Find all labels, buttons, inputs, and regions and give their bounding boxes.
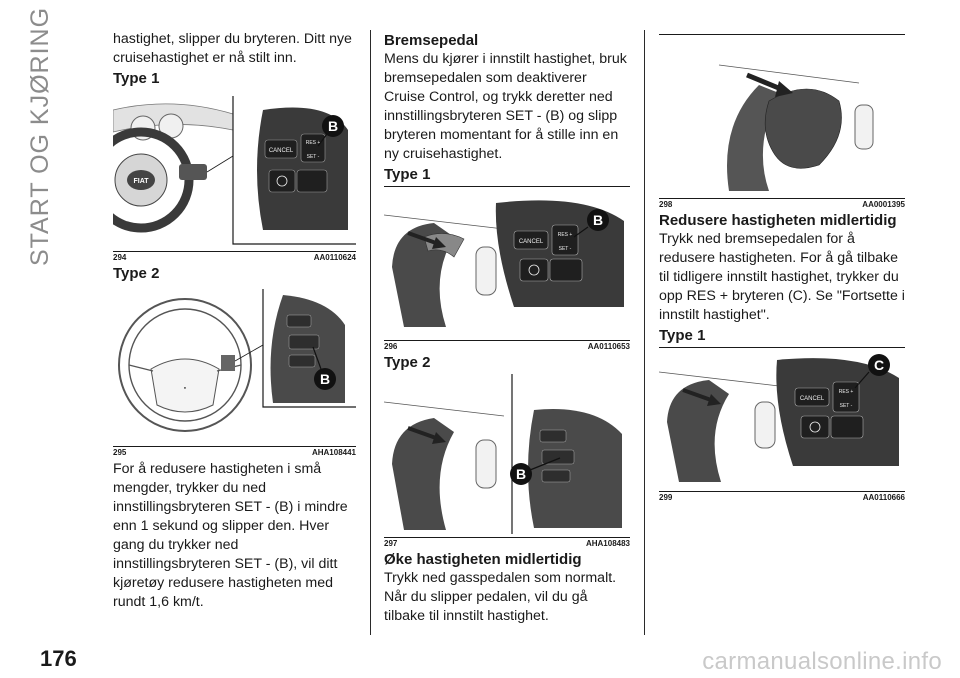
svg-text:●: ●	[184, 385, 187, 390]
accelerator-pedal-illustration	[659, 35, 905, 195]
figure-code: AA0110666	[862, 493, 905, 502]
set-switch-label: SET -	[559, 246, 572, 252]
figure-code: AA0110624	[313, 253, 356, 262]
figure-297: B 297 AHA108483	[384, 374, 630, 549]
column-divider	[370, 30, 371, 635]
figure-number: 294	[113, 253, 127, 262]
type1-heading: Type 1	[113, 70, 160, 87]
figure-caption: 298 AA0001395	[659, 200, 905, 210]
body-text: For å redusere hastigheten i små mengder…	[113, 461, 348, 610]
figure-rule	[659, 491, 905, 492]
reduce-speed-heading: Redusere hastigheten midlertidig	[659, 212, 897, 229]
figure-caption: 294 AA0110624	[113, 253, 356, 263]
label-c: C	[874, 357, 884, 373]
type1-heading: Type 1	[384, 166, 431, 183]
figure-rule	[659, 198, 905, 199]
figure-number: 296	[384, 342, 398, 351]
figure-number: 299	[659, 493, 673, 502]
figure-caption: 297 AHA108483	[384, 539, 630, 549]
section-title-text: START OG KJØRING	[26, 6, 55, 266]
steering-wheel-type2-illustration: ● B	[113, 285, 356, 443]
column-1: hastighet, slipper du bryteren. Ditt nye…	[113, 30, 356, 612]
figure-code: AHA108441	[311, 448, 356, 457]
fiat-logo-text: FIAT	[133, 178, 149, 185]
intro-text: hastighet, slipper du bryteren. Ditt nye…	[113, 31, 352, 66]
type2-heading: Type 2	[384, 354, 431, 371]
figure-top-rule	[659, 34, 905, 35]
label-b: B	[593, 212, 603, 228]
figure-294: FIAT CANCEL RES + SET - B 294 AA0110624	[113, 90, 356, 263]
res-switch-label: RES +	[839, 389, 854, 395]
set-switch-label: SET -	[307, 154, 320, 160]
figure-code: AA0001395	[862, 200, 905, 209]
figure-top-rule	[384, 186, 630, 187]
brake-pedal-heading: Bremsepedal	[384, 32, 479, 49]
reduce-speed-text: Trykk ned bremsepedalen for å redusere h…	[659, 231, 905, 323]
figure-rule	[384, 340, 630, 341]
figure-code: AHA108483	[585, 539, 630, 548]
figure-code: AA0110653	[587, 342, 630, 351]
figure-number: 295	[113, 448, 127, 457]
page-number: 176	[40, 646, 77, 671]
res-switch-label: RES +	[306, 140, 321, 146]
brake-pedal-illustration: CANCEL RES + SET - B	[384, 187, 630, 337]
figure-top-rule	[659, 347, 905, 348]
figure-rule	[113, 446, 356, 447]
figure-299: CANCEL RES + SET - C 299 AA0110666	[659, 347, 905, 503]
steering-wheel-illustration: FIAT CANCEL RES + SET - B	[113, 90, 356, 248]
figure-296: CANCEL RES + SET - B 296 AA0110653	[384, 186, 630, 352]
type1-heading: Type 1	[659, 327, 706, 344]
set-switch-label: SET -	[840, 403, 853, 409]
figure-number: 297	[384, 539, 398, 548]
brake-pedal-type2-illustration: B	[384, 374, 630, 534]
column-divider	[644, 30, 645, 635]
column-2: Bremsepedal Mens du kjører i innstilt ha…	[384, 30, 630, 626]
figure-caption: 299 AA0110666	[659, 493, 905, 503]
figure-298: 298 AA0001395	[659, 34, 905, 210]
type2-heading: Type 2	[113, 265, 160, 282]
cancel-switch-label: CANCEL	[269, 148, 294, 154]
brake-pedal-text: Mens du kjører i innstilt hastighet, bru…	[384, 51, 627, 162]
section-title: START OG KJØRING	[14, 6, 68, 265]
cancel-switch-label: CANCEL	[800, 396, 825, 402]
column-3: 298 AA0001395 Redusere hastigheten midle…	[659, 30, 905, 503]
figure-rule	[113, 251, 356, 252]
figure-caption: 296 AA0110653	[384, 342, 630, 352]
res-switch-illustration: CANCEL RES + SET - C	[659, 348, 905, 488]
increase-speed-heading: Øke hastigheten midlertidig	[384, 551, 582, 568]
increase-speed-text: Trykk ned gasspedalen som normalt. Når d…	[384, 570, 617, 624]
res-switch-label: RES +	[558, 232, 573, 238]
label-b: B	[328, 118, 338, 134]
figure-rule	[384, 537, 630, 538]
cancel-switch-label: CANCEL	[519, 239, 544, 245]
figure-caption: 295 AHA108441	[113, 448, 356, 458]
label-b: B	[516, 466, 526, 482]
watermark: carmanualsonline.info	[702, 648, 942, 675]
figure-number: 298	[659, 200, 673, 209]
label-b: B	[320, 371, 330, 387]
figure-295: ● B 295 AHA108441	[113, 285, 356, 458]
